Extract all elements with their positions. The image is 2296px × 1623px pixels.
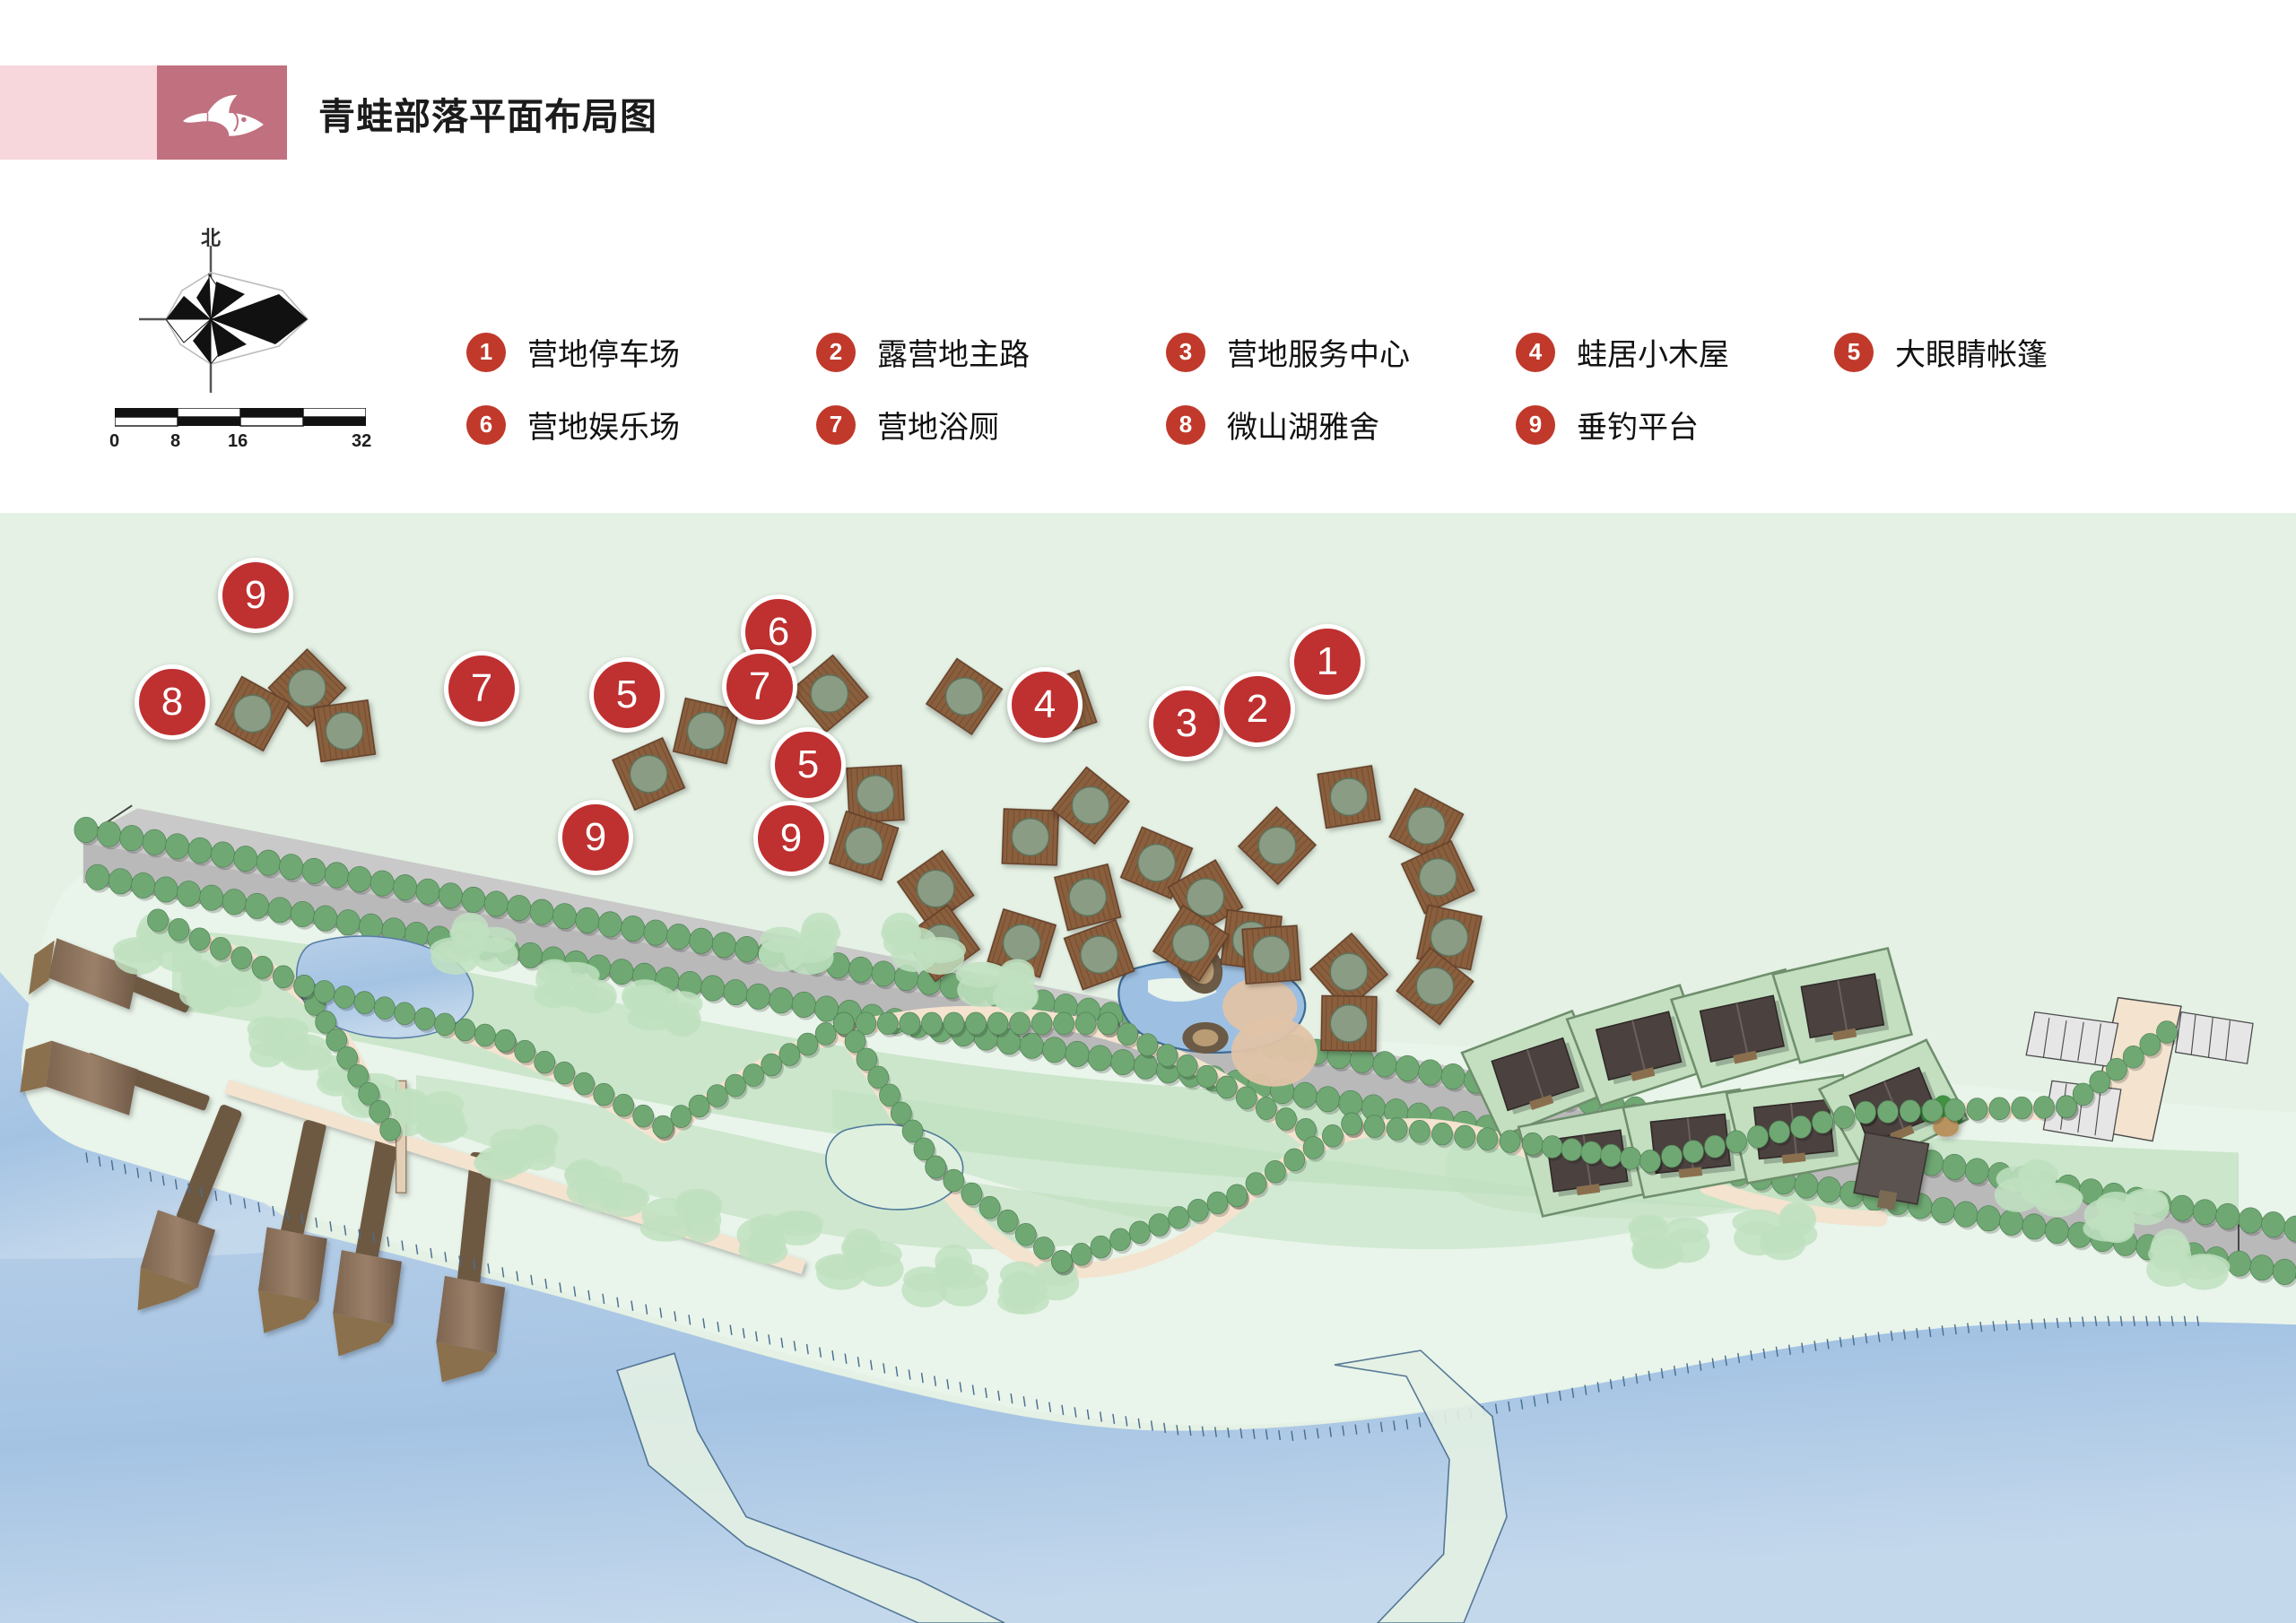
- legend-marker-5: 5: [1834, 332, 1874, 372]
- legend-marker-3: 3: [1166, 332, 1205, 372]
- header-panel: 青蛙部落平面布局图 北: [0, 0, 2296, 513]
- title-brand-bar: [0, 65, 287, 160]
- legend-item-8[interactable]: 8 微山湖雅舍: [1166, 403, 1516, 447]
- legend-label-2: 露营地主路: [877, 338, 1030, 372]
- map-illustration: [0, 513, 2296, 1623]
- map-pin-5-a[interactable]: 5: [589, 657, 665, 733]
- legend-label-7: 营地浴厕: [877, 411, 999, 445]
- legend-label-6: 营地娱乐场: [527, 411, 680, 445]
- scale-tick-0: 0: [109, 431, 120, 451]
- legend-label-4: 蛙居小木屋: [1577, 338, 1729, 372]
- legend-row-2: 6 营地娱乐场 7 营地浴厕 8 微山湖雅舍 9 垂钓平台: [466, 403, 2188, 447]
- scale-bar: 0 8 16 32: [109, 408, 371, 471]
- scale-tick-16: 16: [228, 431, 248, 451]
- map-pin-7-b[interactable]: 7: [722, 649, 797, 725]
- map-pin-2[interactable]: 2: [1220, 672, 1295, 747]
- boat-houses: [20, 938, 806, 1383]
- legend-row-1: 1 营地停车场 2 露营地主路 3 营地服务中心 4 蛙居小木屋 5 大眼睛帐篷: [466, 330, 2188, 374]
- legend-marker-9: 9: [1516, 404, 1555, 445]
- compass-rose-icon: 北: [103, 222, 318, 402]
- legend-item-4[interactable]: 4 蛙居小木屋: [1516, 330, 1834, 374]
- map-pin-8[interactable]: 8: [135, 664, 210, 740]
- legend-item-5[interactable]: 5 大眼睛帐篷: [1834, 330, 2157, 374]
- legend-marker-2: 2: [816, 332, 856, 372]
- map-pin-9-b[interactable]: 9: [558, 800, 633, 875]
- legend-item-3[interactable]: 3 营地服务中心: [1166, 330, 1516, 374]
- compass-north-label: 北: [200, 227, 221, 249]
- page-title: 青蛙部落平面布局图: [318, 96, 657, 137]
- legend-marker-7: 7: [816, 404, 856, 445]
- site-plan-map[interactable]: 9 8 7 5 6 7 4 3 2 1 5 9 9: [0, 513, 2296, 1623]
- map-pin-7-a[interactable]: 7: [444, 651, 519, 726]
- legend: 1 营地停车场 2 露营地主路 3 营地服务中心 4 蛙居小木屋 5 大眼睛帐篷: [466, 330, 2188, 475]
- legend-label-5: 大眼睛帐篷: [1895, 338, 2048, 372]
- legend-label-8: 微山湖雅舍: [1227, 411, 1379, 445]
- legend-item-2[interactable]: 2 露营地主路: [816, 330, 1166, 374]
- scale-tick-8: 8: [170, 431, 181, 451]
- legend-item-9[interactable]: 9 垂钓平台: [1516, 403, 1834, 447]
- legend-marker-6: 6: [466, 404, 506, 445]
- legend-item-7[interactable]: 7 营地浴厕: [816, 403, 1166, 447]
- legend-item-spacer: [1834, 403, 2157, 447]
- legend-marker-4: 4: [1516, 332, 1555, 372]
- brand-light-strip: [0, 65, 157, 160]
- map-pin-5-b[interactable]: 5: [770, 727, 846, 803]
- map-pin-9-c[interactable]: 9: [753, 801, 829, 876]
- map-pin-9-a[interactable]: 9: [218, 558, 293, 633]
- legend-label-9: 垂钓平台: [1577, 411, 1699, 445]
- map-pin-4[interactable]: 4: [1007, 667, 1083, 742]
- legend-marker-8: 8: [1166, 404, 1205, 445]
- legend-item-1[interactable]: 1 营地停车场: [466, 330, 816, 374]
- scale-tick-32: 32: [352, 431, 372, 451]
- fish-icon: [157, 65, 287, 160]
- legend-marker-1: 1: [466, 332, 506, 372]
- legend-item-6[interactable]: 6 营地娱乐场: [466, 403, 816, 447]
- map-pin-1[interactable]: 1: [1290, 624, 1365, 699]
- legend-label-1: 营地停车场: [527, 338, 680, 372]
- map-pin-3[interactable]: 3: [1149, 686, 1224, 761]
- legend-label-3: 营地服务中心: [1227, 338, 1410, 372]
